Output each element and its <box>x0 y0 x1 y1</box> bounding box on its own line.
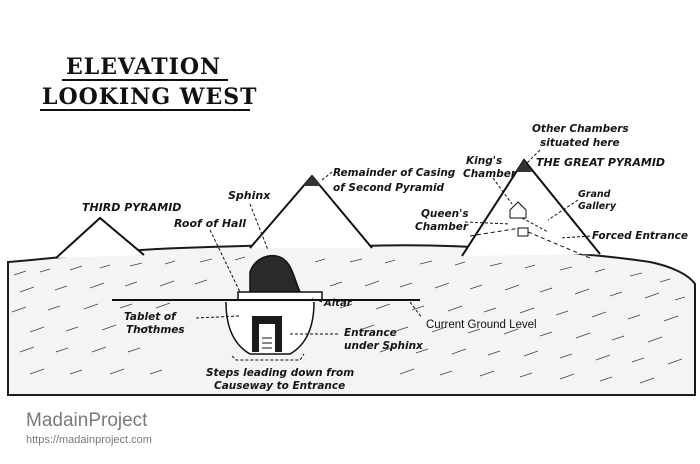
title-line-2: LOOKING WEST <box>42 84 258 110</box>
great-pyramid-apex <box>516 160 532 172</box>
watermark-url: https://madainproject.com <box>26 434 152 446</box>
forced-entrance-label: Forced Entrance <box>592 230 688 242</box>
current-ground-label: Current Ground Level <box>426 319 537 331</box>
grand-gallery-label-2: Gallery <box>578 201 617 212</box>
altar-label: Altar <box>323 298 353 309</box>
grand-gallery-label-1: Grand <box>578 189 611 200</box>
other-chambers-label-1: Other Chambers <box>532 123 629 135</box>
roof-of-hall-label: Roof of Hall <box>174 217 246 230</box>
sphinx <box>249 254 302 293</box>
great-pyramid-label: THE GREAT PYRAMID <box>536 156 665 169</box>
ground-hatching <box>11 256 686 384</box>
tablet-label-1: Tablet of <box>124 311 177 323</box>
third-pyramid <box>55 216 145 259</box>
steps-label-1: Steps leading down from <box>206 367 354 379</box>
title-line-1: ELEVATION <box>66 54 221 80</box>
casing-label-2: of Second Pyramid <box>333 182 445 194</box>
third-pyramid-label: THIRD PYRAMID <box>82 201 181 214</box>
second-pyramid-casing <box>303 176 321 186</box>
entrance-label-2: under Sphinx <box>344 340 424 352</box>
great-pyramid-pointers <box>464 149 591 239</box>
altar-platform <box>237 291 323 301</box>
entrance-steps <box>262 337 272 349</box>
other-chambers-label-2: situated here <box>540 137 620 149</box>
entrance-label-1: Entrance <box>344 327 397 339</box>
queens-chamber-label-1: Queen's <box>421 208 469 220</box>
great-pyramid-interior <box>469 201 591 259</box>
kings-chamber-label-2: Chamber <box>463 168 517 180</box>
casing-label-1: Remainder of Casing <box>333 167 456 179</box>
steps-label-2: Causeway to Entrance <box>214 380 345 392</box>
casing-pointer <box>321 171 333 181</box>
ground-level-pointer <box>409 301 423 319</box>
kings-chamber-label-1: King's <box>466 155 502 167</box>
watermark-brand: MadainProject <box>26 410 148 431</box>
ground-mass <box>7 244 696 396</box>
chamber-pointers <box>195 315 340 361</box>
sphinx-label: Sphinx <box>228 189 271 202</box>
tablet-label-2: Thothmes <box>126 324 185 336</box>
queens-chamber-label-2: Chamber <box>415 221 469 233</box>
